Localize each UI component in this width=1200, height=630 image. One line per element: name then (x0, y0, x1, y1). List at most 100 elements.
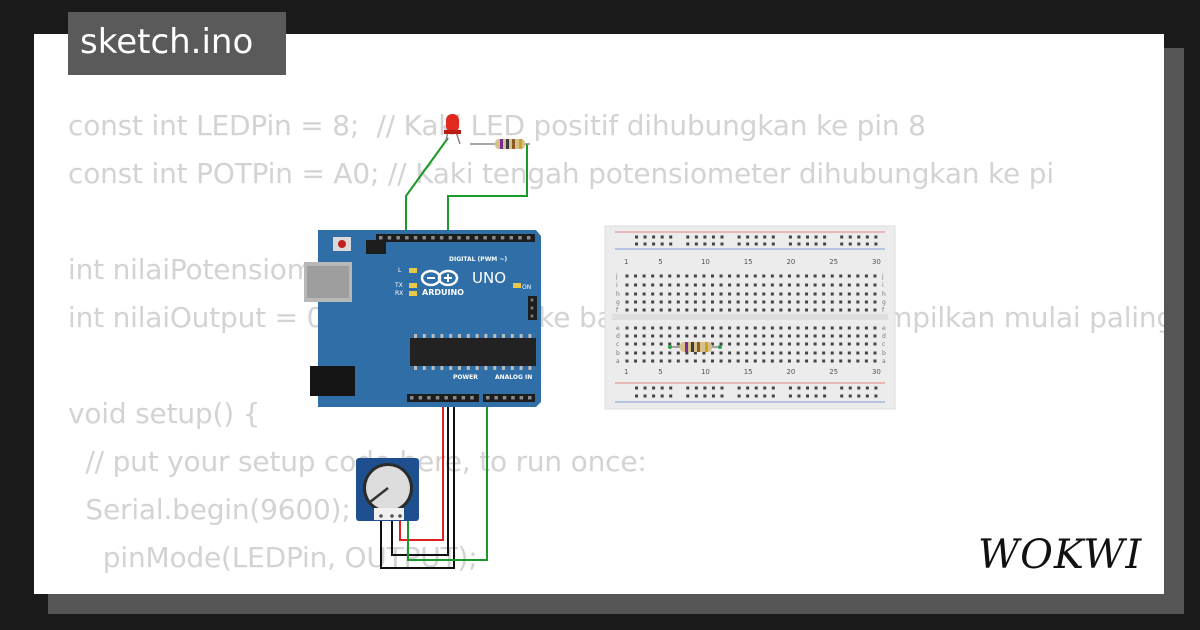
breadboard-row-letter: e (616, 325, 620, 332)
chip-leg (449, 334, 453, 338)
chip-leg (414, 334, 417, 338)
header-pin (528, 396, 532, 400)
chip-leg (502, 334, 505, 338)
label-on: ON (522, 284, 531, 291)
preview-card: const int LEDPin = 8; // Kaki LED positi… (34, 34, 1164, 594)
chip-leg (475, 334, 479, 338)
chip-leg (449, 366, 453, 370)
breadboard-row-letter: g (616, 299, 620, 306)
breadboard-holes (625, 235, 878, 398)
file-title: sketch.ino (80, 22, 254, 62)
led-resistor (470, 139, 530, 149)
chip-leg (528, 334, 532, 338)
wire-black-gnd-1 (391, 400, 449, 556)
breadboard-column-number: 30 (872, 258, 881, 266)
breadboard-column-number: 25 (829, 368, 838, 376)
header-pin (492, 236, 496, 240)
header-pin (519, 396, 524, 400)
breadboard-row-letter: b (882, 350, 886, 357)
code-line: Serial.begin(9600); (68, 493, 351, 526)
breadboard-row-letter: a (882, 358, 886, 365)
breadboard-row-letter: h (882, 291, 886, 298)
wire-black-gnd-2 (380, 400, 455, 569)
breadboard-row-letter: i (882, 282, 884, 289)
breadboard-row-letter: d (616, 333, 620, 340)
analog-label: ANALOG IN (495, 374, 532, 381)
wire-green-led-cathode (405, 137, 449, 236)
header-pin (427, 396, 431, 400)
chip-leg (422, 366, 426, 370)
breadboard-column-number: 5 (658, 258, 662, 266)
header-pin (500, 236, 505, 240)
breadboard-row-letter: c (882, 341, 885, 348)
chip-leg (484, 366, 488, 370)
power-header (407, 394, 479, 402)
breadboard-column-number: 25 (829, 258, 838, 266)
file-title-tag: sketch.ino (68, 12, 286, 75)
header-pin (439, 236, 444, 240)
breadboard-row-letter: g (882, 299, 886, 306)
breadboard-row-letter: c (616, 341, 619, 348)
header-pin (413, 236, 418, 240)
chip-leg (414, 366, 417, 370)
atmega-chip (410, 338, 536, 366)
header-pin (396, 236, 400, 240)
label-l: L (398, 267, 402, 274)
chip-leg (466, 366, 470, 370)
label-rx: RX (395, 290, 403, 297)
breadboard-column-number: 10 (701, 258, 710, 266)
header-pin (470, 396, 474, 400)
breadboard-row-letter: e (882, 325, 886, 332)
breadboard-column-number: 15 (744, 258, 753, 266)
code-line: void setup() { (68, 397, 261, 430)
arduino-brand: ARDUINO (422, 288, 464, 297)
breadboard-row-letter: i (616, 282, 618, 289)
chip-leg (440, 334, 444, 338)
breadboard-row-letter: d (882, 333, 886, 340)
header-pin (405, 236, 409, 240)
chip-leg (431, 366, 435, 370)
chip-leg (493, 366, 497, 370)
header-pin (474, 236, 479, 240)
potentiometer (356, 458, 419, 521)
led (444, 114, 461, 145)
breadboard-column-number: 20 (786, 368, 795, 376)
header-pin (509, 236, 513, 240)
chip-leg (431, 334, 435, 338)
header-pin (466, 236, 470, 240)
breadboard-row-letter: h (616, 291, 620, 298)
chip-leg (466, 334, 470, 338)
breadboard-column-number: 15 (744, 368, 753, 376)
wires (380, 137, 528, 569)
breadboard-row-letter: b (616, 350, 620, 357)
header-pin (453, 396, 457, 400)
chip-leg (458, 334, 461, 338)
chip-leg (519, 334, 523, 338)
header-pin (379, 236, 383, 240)
chip-leg (475, 366, 479, 370)
header-pin (494, 396, 498, 400)
header-pin (511, 396, 515, 400)
arduino-model: UNO (472, 269, 506, 287)
wokwi-logo-text: WOKWI (978, 532, 1142, 578)
header-pin (410, 396, 414, 400)
header-pin (502, 396, 507, 400)
chip-leg (493, 334, 497, 338)
chip-leg (528, 366, 532, 370)
breadboard-column-number: 1 (624, 368, 628, 376)
header-pin (422, 236, 426, 240)
code-line: pinMode(POTPin, INPUT); (68, 582, 1164, 594)
label-tx: TX (394, 282, 403, 289)
code-line: const int POTPin = A0; // Kaki tengah po… (68, 157, 1054, 190)
wire-green-resistor (447, 144, 528, 236)
breadboard-column-number: 1 (624, 258, 628, 266)
wire-red-5v (399, 400, 444, 541)
header-pin (461, 396, 466, 400)
chip-leg (502, 366, 505, 370)
chip-leg (458, 366, 461, 370)
breadboard-row-letter: f (616, 307, 619, 314)
